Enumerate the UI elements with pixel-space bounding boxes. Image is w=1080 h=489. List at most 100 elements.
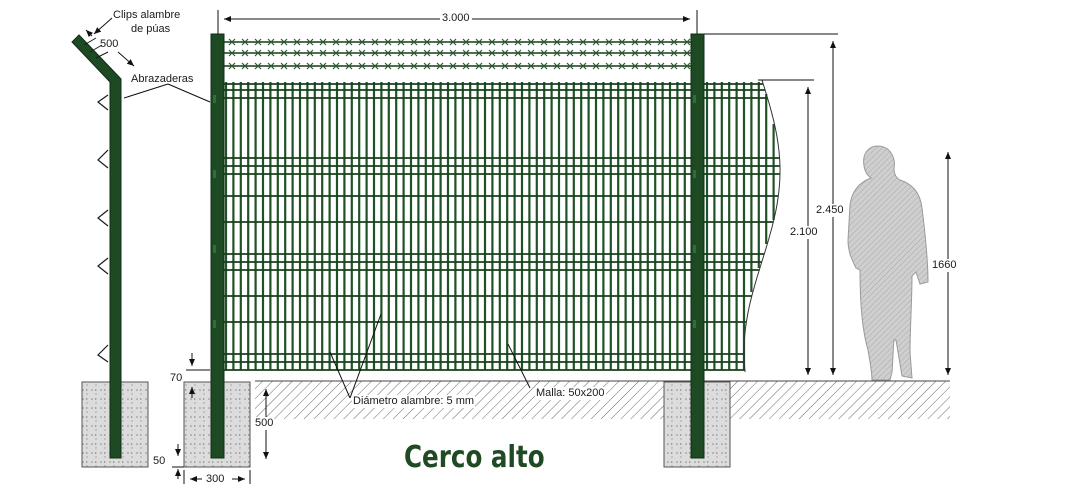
barb: [488, 62, 496, 70]
barb: [267, 62, 275, 70]
barb: [501, 49, 509, 57]
base-width-label: 300: [206, 473, 225, 485]
barb: [657, 38, 665, 46]
barb: [449, 49, 457, 57]
barb: [501, 38, 509, 46]
barb: [306, 38, 314, 46]
barb: [540, 38, 548, 46]
barb: [358, 49, 366, 57]
barb: [657, 49, 665, 57]
barb: [384, 62, 392, 70]
barb: [436, 62, 444, 70]
barb: [670, 49, 678, 57]
depth-70-label: 70: [170, 372, 183, 384]
depth-500-label: 500: [255, 417, 274, 430]
barb: [644, 62, 652, 70]
barb: [332, 49, 340, 57]
barb: [345, 62, 353, 70]
barb: [293, 62, 301, 70]
mesh-break-line: [743, 79, 781, 373]
barb: [358, 62, 366, 70]
barb: [644, 49, 652, 57]
person-silhouette: [847, 145, 929, 381]
barb: [618, 38, 626, 46]
barb: [488, 49, 496, 57]
barb: [241, 49, 249, 57]
barb: [423, 62, 431, 70]
barb: [566, 62, 574, 70]
barb: [449, 38, 457, 46]
barb: [319, 49, 327, 57]
mesh-height-label: 2.100: [790, 226, 818, 239]
barb: [293, 38, 301, 46]
barb: [566, 38, 574, 46]
barb: [358, 38, 366, 46]
barb: [345, 49, 353, 57]
clips-label-line2: de púas: [131, 23, 171, 35]
barb: [475, 49, 483, 57]
diagram-title: Cerco alto: [404, 440, 545, 475]
barb: [527, 38, 535, 46]
barb: [683, 49, 691, 57]
barb: [384, 38, 392, 46]
clamps-label: Abrazaderas: [131, 73, 194, 85]
barb: [475, 38, 483, 46]
barb: [280, 49, 288, 57]
barbed-wire: [224, 38, 691, 70]
barb: [540, 49, 548, 57]
barb: [319, 62, 327, 70]
barb: [553, 38, 561, 46]
barb: [306, 62, 314, 70]
barb: [371, 38, 379, 46]
clips-label-line1: Clips alambre: [113, 9, 181, 21]
barb: [241, 38, 249, 46]
barb: [514, 62, 522, 70]
barb: [254, 62, 262, 70]
barb: [657, 62, 665, 70]
barb: [241, 62, 249, 70]
mesh-size-label: Malla: 50x200: [535, 387, 606, 400]
person-height-label: 1660: [932, 259, 957, 272]
barb: [605, 49, 613, 57]
barb: [371, 49, 379, 57]
barb: [384, 49, 392, 57]
barb: [462, 49, 470, 57]
barb: [566, 49, 574, 57]
barb: [410, 49, 418, 57]
barb: [670, 38, 678, 46]
barb: [462, 38, 470, 46]
barb: [397, 62, 405, 70]
barb: [579, 38, 587, 46]
barb: [267, 49, 275, 57]
barb: [683, 62, 691, 70]
barb: [631, 62, 639, 70]
barb: [228, 49, 236, 57]
barb: [332, 38, 340, 46]
barb: [293, 49, 301, 57]
wire-diameter-label: Diámetro alambre: 5 mm: [352, 395, 476, 408]
barb: [553, 62, 561, 70]
barb: [475, 62, 483, 70]
post-left: [210, 33, 225, 459]
barb: [618, 49, 626, 57]
barb: [592, 49, 600, 57]
barb: [423, 49, 431, 57]
barb: [527, 49, 535, 57]
barb: [397, 38, 405, 46]
barb: [371, 62, 379, 70]
barb: [579, 62, 587, 70]
barb: [501, 62, 509, 70]
barb: [345, 38, 353, 46]
barb: [514, 49, 522, 57]
barb: [540, 62, 548, 70]
barb: [228, 62, 236, 70]
barb: [462, 62, 470, 70]
barb: [553, 49, 561, 57]
barb: [527, 62, 535, 70]
base-50-label: 50: [153, 455, 166, 467]
barb: [410, 38, 418, 46]
barb: [592, 62, 600, 70]
barb: [488, 38, 496, 46]
barb: [280, 38, 288, 46]
barb: [228, 38, 236, 46]
